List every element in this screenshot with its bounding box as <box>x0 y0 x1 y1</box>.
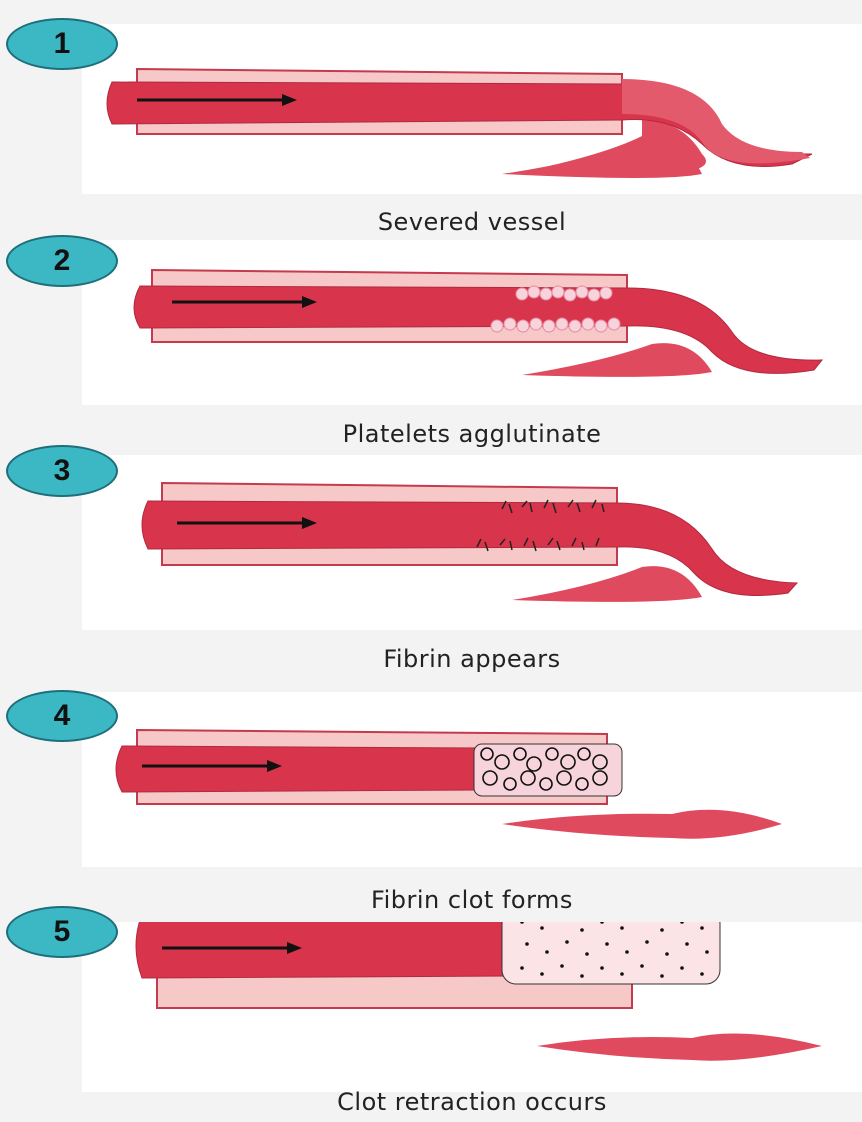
step-1-caption: Severed vessel <box>82 208 862 236</box>
step-4-caption: Fibrin clot forms <box>82 886 862 914</box>
step-5-caption: Clot retraction occurs <box>82 1088 862 1116</box>
step-3-caption: Fibrin appears <box>82 645 862 673</box>
step-3-vessel-illustration <box>82 455 862 630</box>
fibrin-clot <box>474 744 622 796</box>
step-2-caption: Platelets agglutinate <box>82 420 862 448</box>
step-2-vessel-illustration <box>82 240 862 405</box>
step-5-vessel-illustration <box>82 922 862 1092</box>
retracted-clot <box>502 922 720 984</box>
step-1-vessel-illustration <box>82 24 862 194</box>
step-4-vessel-illustration <box>82 692 862 867</box>
